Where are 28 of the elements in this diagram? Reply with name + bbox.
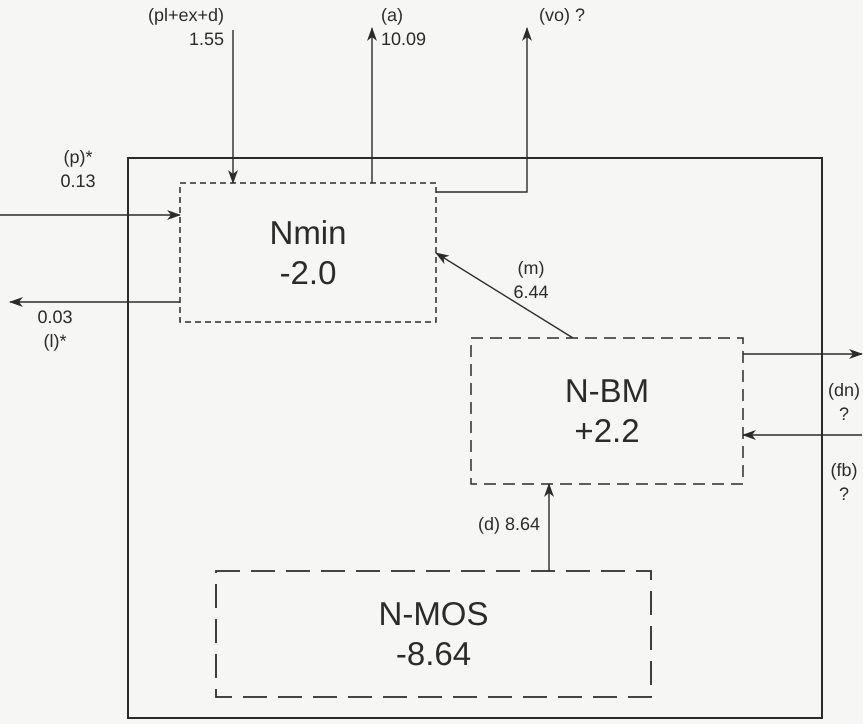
- arrow: [435, 252, 574, 339]
- pool-box: [180, 183, 436, 322]
- flow-label: (d) 8.64: [476, 513, 540, 536]
- arrow: [544, 483, 554, 571]
- arrow: [9, 297, 180, 307]
- arrow: [436, 27, 532, 193]
- flow-label: (pl+ex+d) 1.55: [146, 4, 224, 52]
- flow-label: (fb) ?: [830, 459, 858, 506]
- arrow: [367, 27, 377, 183]
- flow-label: (dn) ?: [826, 379, 861, 426]
- arrow: [228, 30, 238, 184]
- flow-label: (p)* 0.13: [59, 146, 97, 194]
- pool-box: [471, 338, 743, 484]
- arrow: [742, 430, 862, 440]
- pool-name: N-BM: [564, 371, 650, 411]
- flow-label: (vo) ?: [538, 4, 586, 27]
- arrow: [0, 210, 181, 220]
- flow-label: (m) 6.44: [512, 257, 550, 304]
- flow-label: 0.03 (l)*: [36, 306, 74, 354]
- system-boundary-box: [128, 158, 822, 718]
- arrow: [743, 349, 863, 359]
- pool-value: +2.2: [574, 411, 640, 451]
- pool-box: [216, 571, 651, 697]
- pool-value: -8.64: [396, 634, 472, 674]
- flow-label: (a) 10.09: [381, 4, 428, 52]
- pool-name: N-MOS: [378, 594, 488, 634]
- pool-value: -2.0: [280, 252, 336, 292]
- pool-name: Nmin: [269, 212, 346, 252]
